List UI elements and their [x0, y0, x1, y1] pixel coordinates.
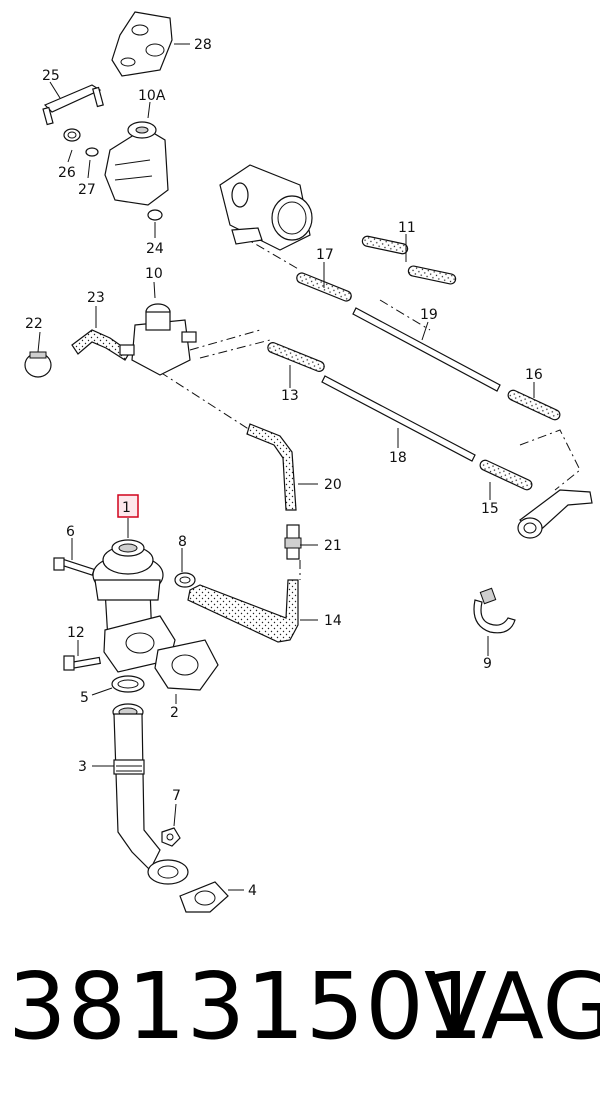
part-number: 38131501 — [8, 953, 485, 1060]
callout-11: 11 — [398, 220, 416, 236]
part-right-connector — [517, 489, 593, 539]
callout-28: 28 — [194, 37, 212, 53]
callout-12: 12 — [67, 625, 85, 641]
part-28-gasket — [111, 11, 173, 77]
part-20-hose — [246, 423, 297, 511]
part-1-egr-valve — [92, 539, 164, 641]
part-14-hose — [187, 579, 299, 643]
footer: 38131501 VAG — [0, 952, 600, 1062]
part-19-pipe — [352, 307, 501, 392]
callout-2: 2 — [170, 705, 179, 721]
callout-6: 6 — [66, 524, 75, 540]
part-18-pipe — [321, 375, 476, 462]
callout-1: 1 — [122, 500, 131, 516]
part-9-clip — [473, 587, 516, 634]
part-10a-valve — [63, 121, 169, 221]
part-7-nut — [161, 827, 181, 847]
part-11-hoses — [361, 235, 457, 285]
callout-19: 19 — [420, 307, 438, 323]
part-21-connector — [284, 524, 302, 560]
callout-20: 20 — [324, 477, 342, 493]
callout-17: 17 — [316, 247, 334, 263]
callout-21: 21 — [324, 538, 342, 554]
part-throttle-body — [219, 164, 313, 251]
part-2-gasket — [103, 615, 219, 691]
part-13-hose — [267, 342, 325, 372]
callout-23: 23 — [87, 290, 105, 306]
callout-10: 10 — [145, 266, 163, 282]
callout-8: 8 — [178, 534, 187, 550]
callout-26: 26 — [58, 165, 76, 181]
callout-24: 24 — [146, 241, 164, 257]
callout-3: 3 — [78, 759, 87, 775]
callout-18: 18 — [389, 450, 407, 466]
callout-4: 4 — [248, 883, 257, 899]
part-23-hose — [71, 329, 131, 361]
parts-diagram: 1 2 3 4 5 6 7 8 9 10 10A 11 12 13 14 15 … — [24, 11, 593, 913]
part-12-bolt — [63, 655, 101, 671]
part-22-cap — [24, 351, 52, 378]
part-16-hose — [507, 389, 561, 421]
callout-7: 7 — [172, 788, 181, 804]
part-4-gasket — [179, 881, 229, 913]
part-3-pipe — [112, 703, 189, 885]
callout-22: 22 — [25, 316, 43, 332]
brand-name: VAG — [424, 953, 600, 1060]
part-15-hose — [479, 459, 533, 491]
leader-lines — [37, 43, 535, 891]
callout-14: 14 — [324, 613, 342, 629]
connection-lines — [159, 234, 581, 580]
callout-25: 25 — [42, 68, 60, 84]
callout-labels: 1 2 3 4 5 6 7 8 9 10 10A 11 12 13 14 15 … — [25, 37, 543, 899]
part-10-solenoid — [119, 303, 197, 376]
callout-5: 5 — [80, 690, 89, 706]
highlight-box — [117, 494, 139, 518]
callout-13: 13 — [281, 388, 299, 404]
callout-16: 16 — [525, 367, 543, 383]
part-8-clamp — [174, 572, 196, 588]
part-6-bolt — [53, 557, 95, 576]
part-5-clamp — [111, 675, 145, 693]
part-25-bracket — [42, 84, 104, 126]
callout-27: 27 — [78, 182, 96, 198]
callout-10a: 10A — [138, 88, 166, 104]
callout-15: 15 — [481, 501, 499, 517]
callout-9: 9 — [483, 656, 492, 672]
